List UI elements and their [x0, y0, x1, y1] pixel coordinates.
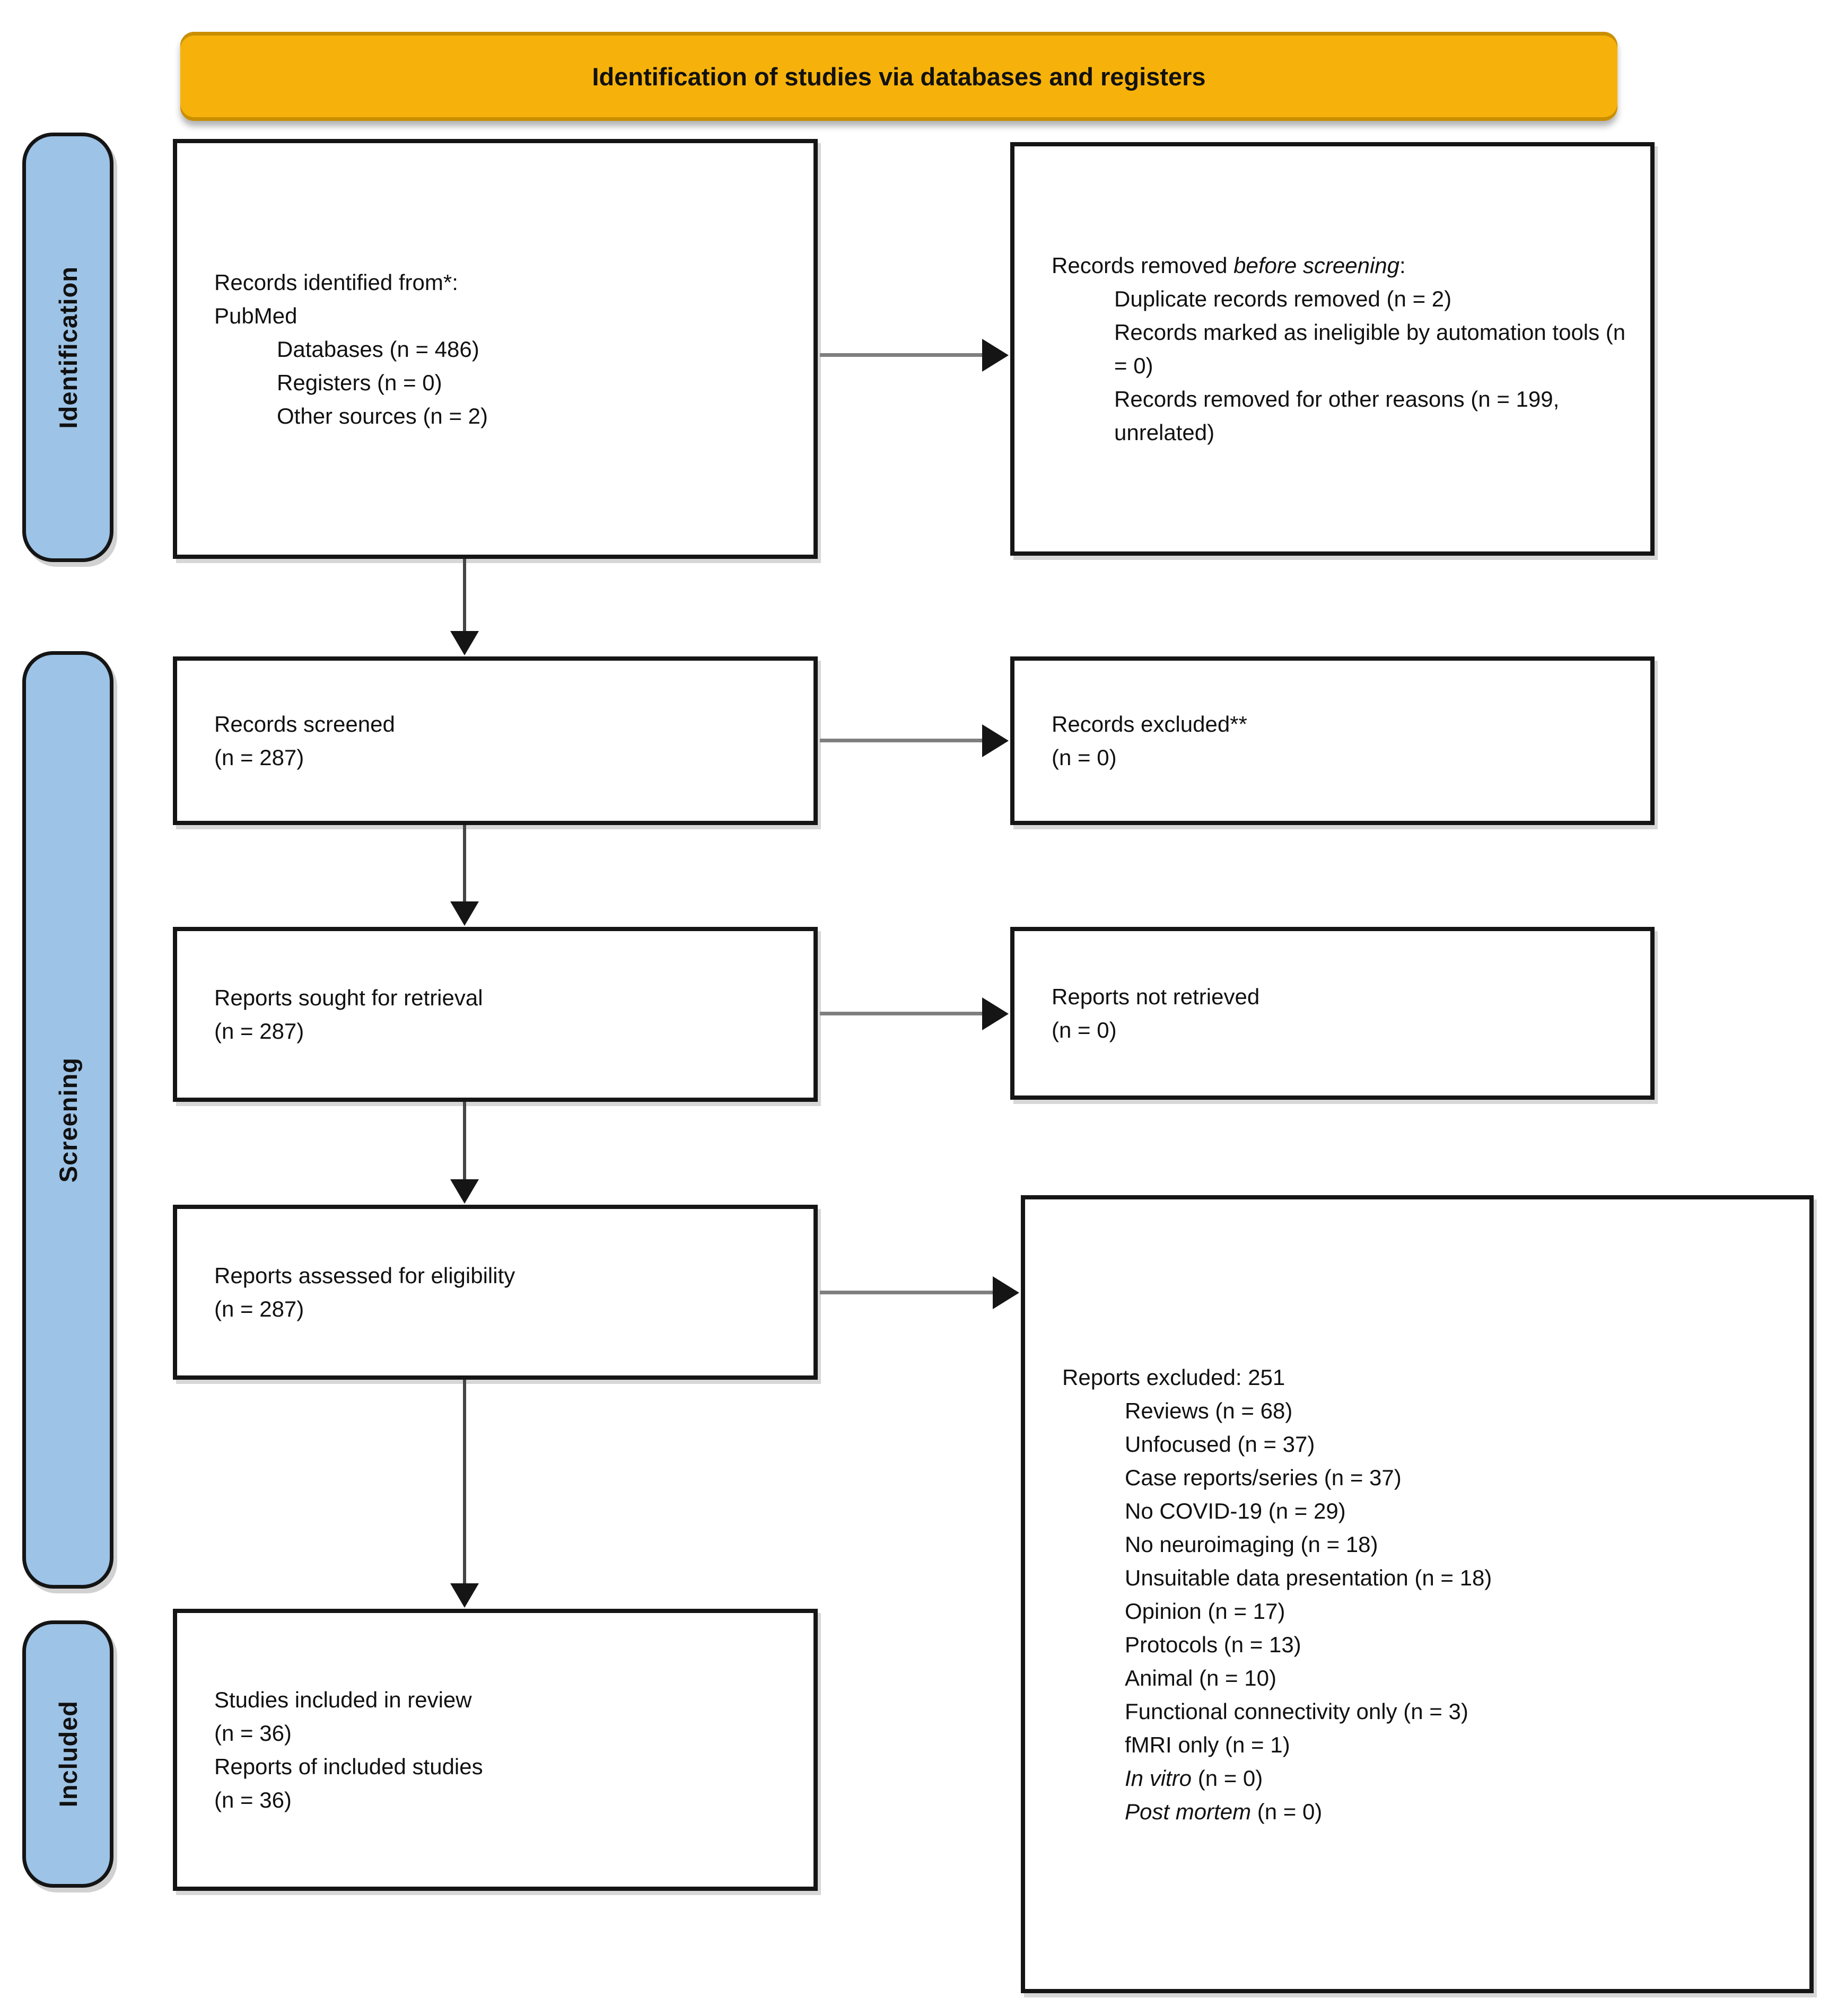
phase-label-included-text: Included	[54, 1701, 82, 1808]
phase-label-screening-text: Screening	[54, 1057, 82, 1183]
excluded-reason-reviews: Reviews (n = 68)	[1125, 1398, 1293, 1423]
excluded-reason-unfocused: Unfocused (n = 37)	[1125, 1431, 1315, 1457]
records-identified-source: PubMed	[214, 303, 298, 328]
phase-label-identification: Identification	[22, 133, 113, 562]
excluded-reason-in-vitro: In vitro (n = 0)	[1125, 1765, 1263, 1791]
records-identified-registers: Registers (n = 0)	[277, 370, 442, 395]
reports-not-retrieved-count: (n = 0)	[1052, 1018, 1117, 1042]
diagram-header-title: Identification of studies via databases …	[592, 62, 1206, 91]
box-records-removed: Records removed before screening: Duplic…	[1010, 142, 1655, 556]
box-reports-sought: Reports sought for retrieval (n = 287)	[173, 927, 818, 1102]
records-identified-databases: Databases (n = 486)	[277, 336, 479, 362]
phase-label-included: Included	[22, 1620, 113, 1888]
studies-included-count: (n = 36)	[214, 1721, 292, 1746]
excluded-reason-opinion: Opinion (n = 17)	[1125, 1598, 1285, 1624]
box-reports-assessed: Reports assessed for eligibility (n = 28…	[173, 1205, 818, 1380]
records-screened-title: Records screened	[214, 712, 395, 737]
records-removed-automation: Records marked as ineligible by automati…	[1114, 320, 1626, 378]
reports-assessed-title: Reports assessed for eligibility	[214, 1263, 515, 1288]
records-removed-duplicates: Duplicate records removed (n = 2)	[1114, 286, 1452, 311]
reports-included-count: (n = 36)	[214, 1787, 292, 1812]
excluded-reason-no-covid: No COVID-19 (n = 29)	[1125, 1498, 1346, 1523]
excluded-reason-unsuitable-data: Unsuitable data presentation (n = 18)	[1125, 1565, 1492, 1590]
reports-excluded-title: Reports excluded: 251	[1062, 1364, 1285, 1390]
excluded-reason-fmri-only: fMRI only (n = 1)	[1125, 1732, 1290, 1757]
diagram-header-banner: Identification of studies via databases …	[180, 32, 1617, 121]
excluded-reason-post-mortem: Post mortem (n = 0)	[1125, 1799, 1323, 1824]
reports-sought-count: (n = 287)	[214, 1019, 304, 1044]
box-records-identified: Records identified from*: PubMed Databas…	[173, 139, 818, 559]
records-identified-other-sources: Other sources (n = 2)	[277, 403, 488, 428]
reports-sought-title: Reports sought for retrieval	[214, 985, 483, 1010]
reports-included-title: Reports of included studies	[214, 1754, 483, 1779]
box-reports-excluded-reasons: Reports excluded: 251 Reviews (n = 68) U…	[1021, 1195, 1814, 1993]
studies-included-title: Studies included in review	[214, 1687, 472, 1712]
records-removed-title: Records removed before screening:	[1052, 253, 1406, 278]
records-identified-title: Records identified from*:	[214, 269, 458, 295]
records-excluded-count: (n = 0)	[1052, 745, 1117, 770]
box-records-screened: Records screened (n = 287)	[173, 656, 818, 825]
records-removed-other-reasons: Records removed for other reasons (n = 1…	[1114, 387, 1560, 445]
excluded-reason-no-neuroimaging: No neuroimaging (n = 18)	[1125, 1531, 1378, 1557]
reports-assessed-count: (n = 287)	[214, 1296, 304, 1321]
excluded-reason-protocols: Protocols (n = 13)	[1125, 1632, 1301, 1657]
phase-label-screening: Screening	[22, 651, 113, 1589]
excluded-reason-functional-connectivity: Functional connectivity only (n = 3)	[1125, 1698, 1468, 1724]
box-studies-included: Studies included in review (n = 36) Repo…	[173, 1609, 818, 1891]
records-excluded-title: Records excluded**	[1052, 712, 1247, 737]
records-screened-count: (n = 287)	[214, 745, 304, 770]
reports-not-retrieved-title: Reports not retrieved	[1052, 984, 1260, 1009]
box-records-excluded: Records excluded** (n = 0)	[1010, 656, 1655, 825]
phase-label-identification-text: Identification	[54, 266, 82, 429]
excluded-reason-animal: Animal (n = 10)	[1125, 1665, 1276, 1690]
excluded-reason-case-reports: Case reports/series (n = 37)	[1125, 1465, 1402, 1490]
box-reports-not-retrieved: Reports not retrieved (n = 0)	[1010, 927, 1655, 1100]
